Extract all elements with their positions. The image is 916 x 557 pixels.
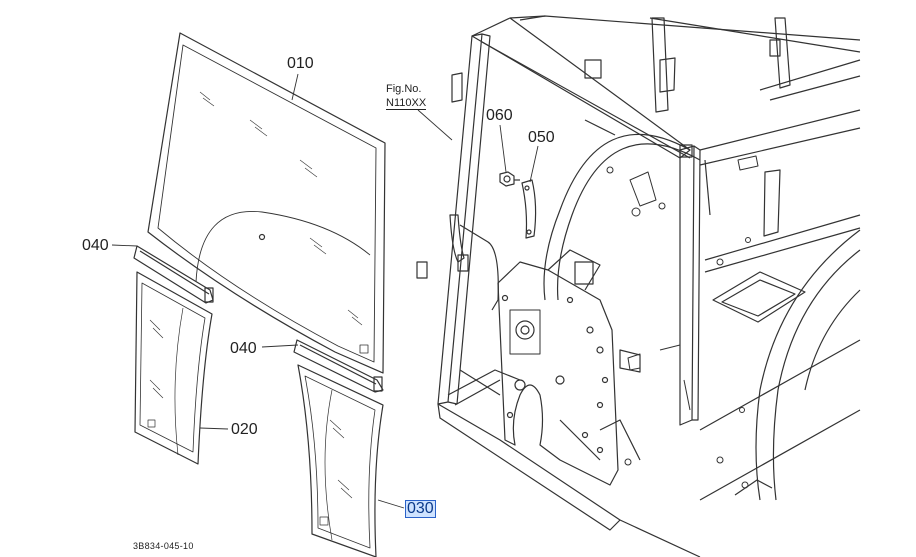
leader-lines <box>111 73 539 509</box>
bolt-060[interactable] <box>499 171 520 187</box>
part-label-040-left[interactable]: 040 <box>82 237 109 254</box>
fig-no-label: Fig.No. <box>386 83 422 95</box>
seal-strip-040-left[interactable] <box>133 245 214 304</box>
part-label-010[interactable]: 010 <box>287 55 314 72</box>
part-label-050[interactable]: 050 <box>528 129 555 146</box>
fig-number[interactable]: N110XX <box>386 97 427 110</box>
part-label-030[interactable]: 030 <box>405 500 436 518</box>
side-glass-020[interactable] <box>134 271 213 465</box>
side-control-panel <box>497 249 641 486</box>
misc-brackets <box>606 155 759 489</box>
windshield-glass-010[interactable] <box>147 32 386 374</box>
drawing-id: 3B834-045-10 <box>133 541 194 551</box>
part-label-040-right[interactable]: 040 <box>230 340 257 357</box>
grab-handle-050[interactable] <box>521 179 537 239</box>
cab-frame <box>416 15 861 557</box>
part-label-060[interactable]: 060 <box>486 107 513 124</box>
seal-strip-040-right[interactable] <box>293 339 384 393</box>
door-glass-030[interactable] <box>297 364 384 557</box>
part-label-020[interactable]: 020 <box>231 421 258 438</box>
